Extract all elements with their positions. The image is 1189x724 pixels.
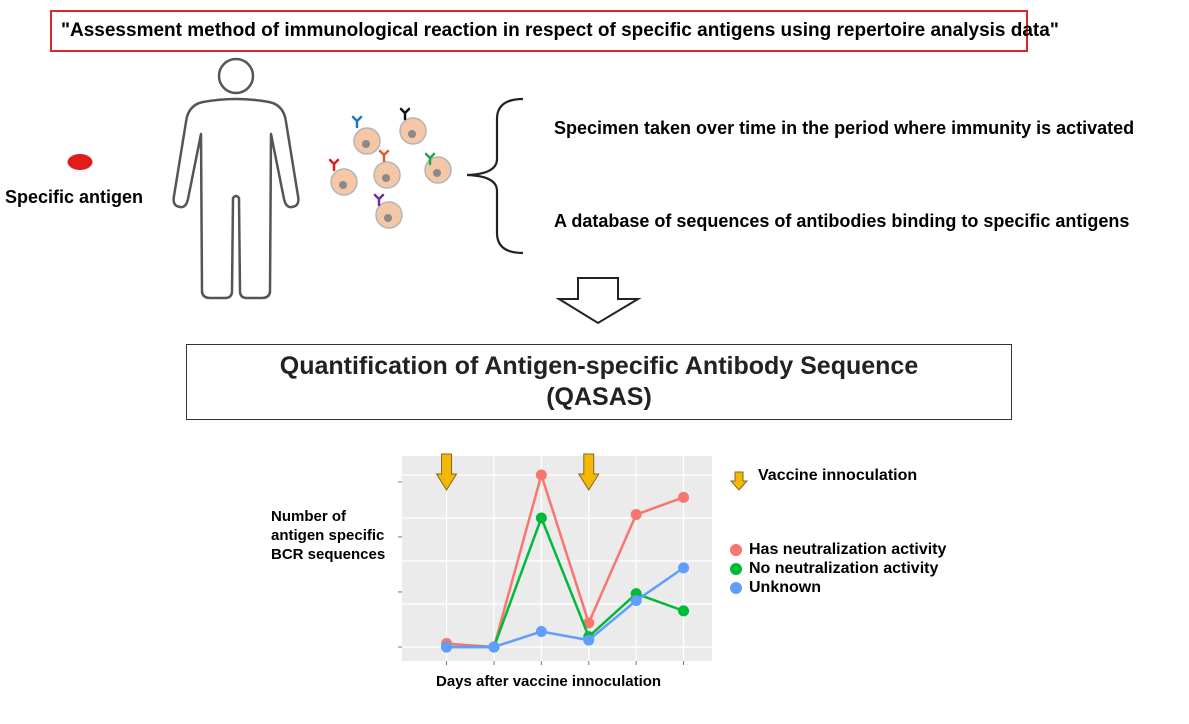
data-point xyxy=(441,641,453,653)
qasas-line2: (QASAS) xyxy=(546,383,652,411)
data-point xyxy=(535,626,547,638)
b-cells-icon xyxy=(328,107,452,229)
antibody-icon xyxy=(399,107,411,121)
data-point xyxy=(535,512,547,524)
curly-bracket-icon xyxy=(466,97,524,255)
legend-label-unknown: Unknown xyxy=(749,578,821,596)
antibody-icon xyxy=(328,158,340,172)
vaccine-legend-arrow-icon xyxy=(729,471,749,491)
b-cell xyxy=(424,152,452,184)
b-cell xyxy=(373,193,403,229)
qasas-box: Quantification of Antigen-specific Antib… xyxy=(186,344,1012,420)
antibody-icon xyxy=(373,193,385,207)
b-cell xyxy=(328,158,358,196)
bracket-item-specimen: Specimen taken over time in the period w… xyxy=(554,118,1135,138)
series-line xyxy=(446,566,685,649)
vaccine-arrow-shape xyxy=(729,471,749,491)
vaccine-legend-label: Vaccine innoculation xyxy=(758,467,918,484)
data-point xyxy=(678,562,690,574)
legend-dot-has xyxy=(730,543,742,556)
antibody-icon xyxy=(351,115,363,129)
b-cell xyxy=(399,107,427,145)
data-point xyxy=(678,605,690,617)
legend-label-no: No neutralization activity xyxy=(749,559,939,577)
vaccination-arrow-icon xyxy=(435,453,458,491)
antigen-label: Specific antigen xyxy=(5,187,144,207)
line-chart xyxy=(398,453,712,665)
legend-dot-no xyxy=(730,562,742,575)
qasas-line1: Quantification of Antigen-specific Antib… xyxy=(279,352,919,380)
antibody-icon xyxy=(424,152,436,166)
legend-item: No neutralization activity xyxy=(730,559,946,578)
bracket-item-database: A database of sequences of antibodies bi… xyxy=(554,211,1130,231)
antibody-icon xyxy=(378,149,390,163)
b-cell xyxy=(351,115,381,155)
data-point xyxy=(488,641,500,653)
data-point xyxy=(535,469,547,481)
human-outline-icon xyxy=(172,57,300,300)
legend-item: Unknown xyxy=(730,578,946,597)
title-text: "Assessment method of immunological reac… xyxy=(61,20,1059,41)
data-point xyxy=(630,509,642,521)
legend-label-has: Has neutralization activity xyxy=(749,540,947,558)
title-box: "Assessment method of immunological reac… xyxy=(50,10,1059,52)
antigen-icon xyxy=(67,154,93,170)
data-point xyxy=(583,617,595,629)
legend-item: Has neutralization activity xyxy=(730,540,946,559)
y-axis-label: Number of antigen specific BCR sequences xyxy=(271,508,386,563)
down-arrow-icon xyxy=(556,277,642,325)
data-point xyxy=(583,634,595,646)
series-legend: Has neutralization activity No neutraliz… xyxy=(730,540,946,597)
legend-dot-unknown xyxy=(730,581,742,594)
data-point xyxy=(678,491,690,503)
x-axis-label: Days after vaccine innoculation xyxy=(436,673,662,690)
b-cell xyxy=(373,149,401,189)
vaccination-arrow-icon xyxy=(577,453,600,491)
data-point xyxy=(630,595,642,607)
